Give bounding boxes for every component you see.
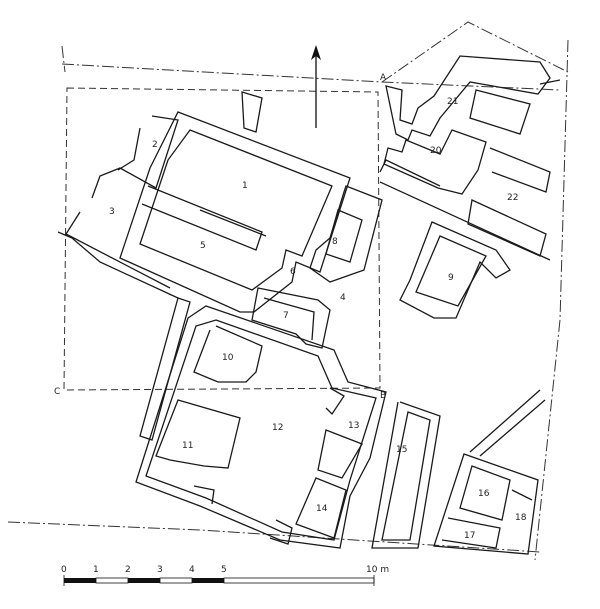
- north-arrow: [311, 45, 321, 128]
- room-label-2: 2: [152, 140, 158, 150]
- site-boundary: [7, 21, 569, 561]
- scale-bar: 0 1 2 3 4 5 10 m: [61, 565, 389, 586]
- room-label-8: 8: [332, 237, 338, 247]
- room-label-10: 10: [222, 353, 234, 363]
- scale-tick-0: 0: [61, 565, 67, 575]
- building-main: [119, 91, 351, 313]
- room-label-9: 9: [448, 273, 454, 283]
- scale-tick-4: 4: [189, 565, 195, 575]
- building-northeast: [379, 55, 561, 261]
- scale-end-label: 10 m: [366, 565, 389, 575]
- room-labels: 1 2 3 4 5 6 7 8 9 10 11 12 13 14 15 16 1…: [109, 97, 527, 541]
- room-label-3: 3: [109, 207, 115, 217]
- scale-seg-1: [64, 578, 96, 583]
- scale-tick-2: 2: [125, 565, 131, 575]
- room-label-4: 4: [340, 293, 346, 303]
- section-marker-c: C: [54, 387, 60, 397]
- section-marker-b: B: [380, 391, 386, 401]
- scale-tick-3: 3: [157, 565, 163, 575]
- scale-seg-2: [95, 577, 129, 584]
- section-markers: A B C: [54, 73, 387, 401]
- room-label-5: 5: [200, 241, 206, 251]
- room-label-13: 13: [348, 421, 359, 431]
- room-label-14: 14: [316, 504, 328, 514]
- scale-seg-4: [159, 577, 193, 584]
- building-southeast: [433, 453, 539, 555]
- room-label-15: 15: [396, 445, 407, 455]
- section-marker-a: A: [380, 73, 387, 83]
- scale-seg-3: [128, 578, 160, 583]
- room-label-1: 1: [242, 181, 248, 191]
- room-label-6: 6: [290, 267, 296, 277]
- building-rooms-6-7: [251, 287, 331, 349]
- building-room-8: [309, 185, 383, 283]
- room-label-21: 21: [447, 97, 458, 107]
- room-label-12: 12: [272, 423, 283, 433]
- room-label-22: 22: [507, 193, 518, 203]
- wall-west-south: [139, 297, 191, 441]
- scale-seg-5: [192, 578, 224, 583]
- building-west: [57, 115, 179, 299]
- scale-tick-1: 1: [93, 565, 99, 575]
- room-label-7: 7: [283, 311, 289, 321]
- room-label-18: 18: [515, 513, 527, 523]
- building-room-15: [371, 401, 441, 549]
- room-label-20: 20: [430, 146, 442, 156]
- room-label-16: 16: [478, 489, 490, 499]
- room-label-11: 11: [182, 441, 193, 451]
- scale-seg-6: [223, 577, 375, 584]
- wall-east-diagonals: [469, 389, 546, 457]
- room-label-17: 17: [464, 531, 475, 541]
- building-south: [135, 305, 387, 549]
- survey-rectangle: [63, 87, 381, 391]
- building-room-9: [399, 221, 511, 319]
- scale-tick-5: 5: [221, 565, 227, 575]
